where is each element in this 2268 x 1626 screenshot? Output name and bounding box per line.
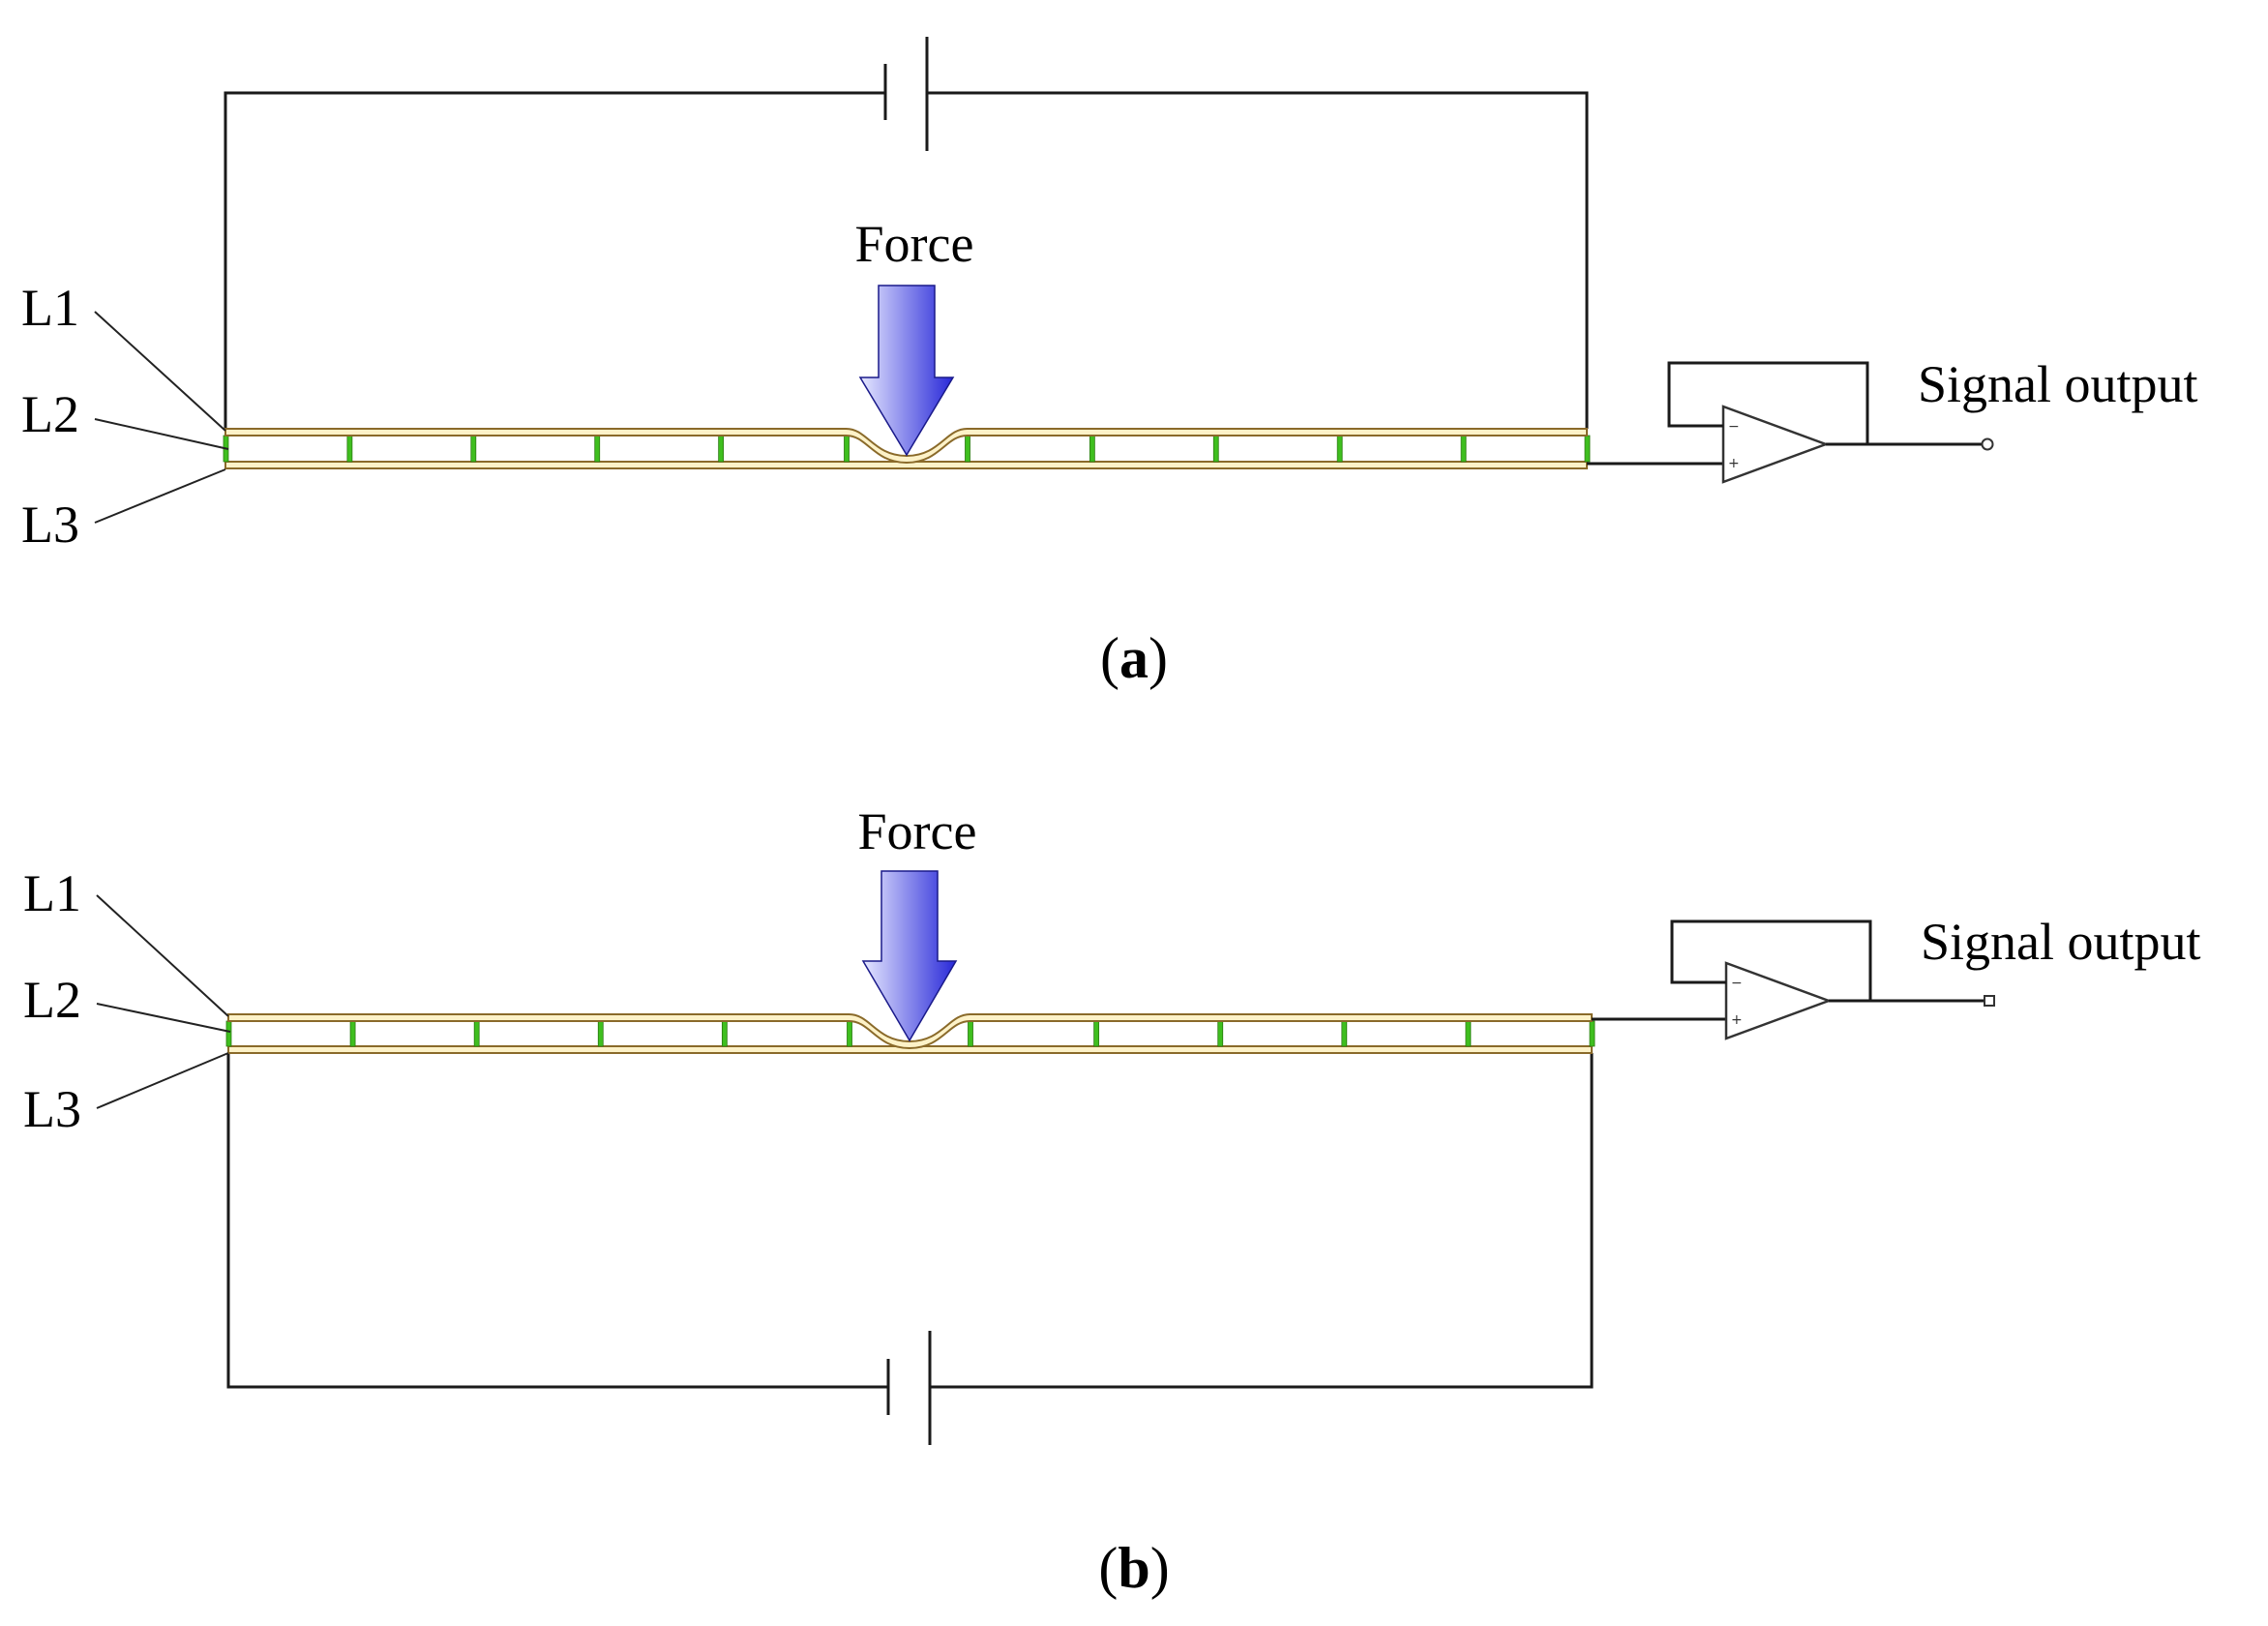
panel-a-label-l2: L2 bbox=[21, 385, 79, 443]
spacer-l2 bbox=[721, 1020, 728, 1047]
spacer-l2 bbox=[1089, 435, 1095, 463]
spacer-l2 bbox=[225, 1020, 232, 1047]
panel-a-feedback-wire bbox=[1667, 361, 1869, 444]
spacer-l2 bbox=[1093, 1020, 1100, 1047]
spacer-l2 bbox=[847, 1020, 852, 1047]
panel-a-leader-l3 bbox=[94, 468, 226, 524]
panel-a-label-l1: L1 bbox=[21, 279, 79, 337]
svg-text:−: − bbox=[1728, 419, 1740, 435]
op-amp-icon bbox=[1721, 405, 1830, 484]
panel-b-label-l3: L3 bbox=[23, 1080, 81, 1138]
down-arrow-icon bbox=[858, 285, 955, 457]
spacer-l2 bbox=[594, 435, 601, 463]
panel-b-leader-l1 bbox=[96, 894, 229, 1017]
spacer-l2 bbox=[1465, 1020, 1472, 1047]
spacer-l2 bbox=[1589, 1020, 1596, 1047]
panel-a-leader-l1 bbox=[94, 311, 226, 432]
spacer-l2 bbox=[597, 1020, 604, 1047]
panel-a-sensor-layers bbox=[223, 428, 1591, 469]
panel-a: Force L1 L2 L3 − + Signal output (a) bbox=[21, 37, 2198, 690]
spacer-l2 bbox=[844, 435, 850, 463]
panel-a-signal-output-label: Signal output bbox=[1918, 355, 2198, 413]
spacer-l2 bbox=[1584, 435, 1591, 463]
panel-b-label-l2: L2 bbox=[23, 971, 81, 1029]
panel-a-caption: (a) bbox=[1100, 626, 1168, 690]
down-arrow-icon bbox=[861, 870, 958, 1042]
spacer-l2 bbox=[965, 435, 970, 463]
panel-b-label-l1: L1 bbox=[23, 864, 81, 922]
svg-text:+: + bbox=[1728, 456, 1740, 471]
panel-a-force-label: Force bbox=[855, 215, 974, 273]
terminal-square-icon bbox=[1984, 995, 1995, 1007]
spacer-l2 bbox=[1212, 435, 1219, 463]
panel-a-leader-l2 bbox=[94, 418, 229, 450]
spacer-l2 bbox=[718, 435, 725, 463]
spacer-l2 bbox=[346, 435, 353, 463]
panel-b-force-label: Force bbox=[858, 802, 977, 860]
spacer-l2 bbox=[473, 1020, 480, 1047]
panel-b-caption: (b) bbox=[1098, 1536, 1169, 1600]
spacer-l2 bbox=[1341, 1020, 1348, 1047]
spacer-l2 bbox=[1460, 435, 1467, 463]
panel-b-battery-wire bbox=[226, 1053, 1594, 1389]
panel-b-feedback-wire bbox=[1670, 919, 1872, 1001]
panel-b-leader-l3 bbox=[96, 1052, 229, 1109]
op-amp-icon bbox=[1724, 961, 1833, 1040]
spacer-l2 bbox=[470, 435, 477, 463]
spacer-l2 bbox=[968, 1020, 973, 1047]
top-electrode-l1 bbox=[224, 428, 1588, 465]
panel-b-signal-output-label: Signal output bbox=[1921, 913, 2201, 971]
panel-a-label-l3: L3 bbox=[21, 496, 79, 554]
panel-a-battery-wire bbox=[224, 91, 1589, 429]
spacer-l2 bbox=[349, 1020, 356, 1047]
panel-b: Force L1 L2 L3 − + Signal output (b) bbox=[23, 802, 2201, 1600]
panel-b-leader-l2 bbox=[96, 1003, 231, 1033]
terminal-circle-icon bbox=[1981, 437, 1994, 451]
svg-text:−: − bbox=[1731, 976, 1743, 991]
panel-b-sensor-layers bbox=[225, 1013, 1596, 1054]
spacer-l2 bbox=[1217, 1020, 1224, 1047]
spacer-l2 bbox=[1336, 435, 1343, 463]
top-electrode-l1 bbox=[227, 1013, 1593, 1050]
svg-text:+: + bbox=[1731, 1012, 1743, 1028]
